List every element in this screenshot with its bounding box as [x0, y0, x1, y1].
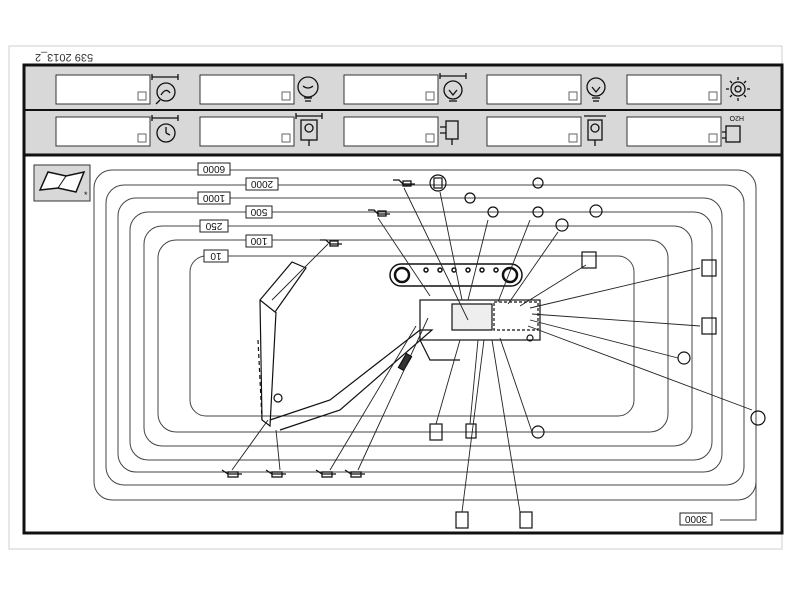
- svg-text:10: 10: [210, 250, 222, 261]
- svg-text:6000: 6000: [202, 163, 225, 174]
- hour-label-box: 100: [245, 234, 273, 248]
- hand-filter-icon: [440, 120, 459, 145]
- interval-box: [626, 116, 722, 147]
- hour-label-box: 500: [245, 205, 273, 219]
- water-filter-icon: H2O: [722, 114, 744, 143]
- lamp-icon: [531, 204, 766, 439]
- interval-box: [199, 116, 295, 147]
- interval-box: [55, 116, 151, 147]
- track-assembly-diagram: [389, 263, 523, 287]
- hour-label-box: 1000: [197, 191, 231, 205]
- sun-gear-icon: [464, 177, 544, 218]
- lamp-on-stand-icon: [295, 113, 323, 146]
- svg-text:*: *: [84, 190, 88, 200]
- hour-label-box: 10: [203, 249, 229, 263]
- svg-text:250: 250: [205, 220, 222, 231]
- interval-box: [343, 74, 439, 105]
- top-row-1: [55, 74, 722, 105]
- hour-label-box: 6000: [197, 162, 231, 176]
- svg-text:100: 100: [250, 235, 267, 246]
- hour-labels: 6000 2000 1000 500 250 100 10 3000: [197, 162, 713, 526]
- grease-gun-row: [221, 469, 365, 478]
- bulb-icon: [297, 76, 319, 102]
- svg-text:3000: 3000: [684, 513, 707, 524]
- timer-reset-icon: [151, 74, 179, 105]
- grease-gun-icon: [368, 209, 390, 217]
- engine-compartment-diagram: [419, 299, 541, 361]
- h2o-label: H2O: [729, 114, 744, 121]
- grease-gun-icon: [393, 179, 415, 187]
- service-manual-icon: *: [33, 164, 91, 202]
- hour-label-box: 3000: [679, 512, 713, 526]
- top-row-2: [55, 116, 722, 147]
- filter-element-icon: [429, 174, 447, 192]
- main-panel: [22, 153, 784, 535]
- interval-box: [486, 74, 582, 105]
- svg-text:1000: 1000: [202, 192, 225, 203]
- interval-box: [55, 74, 151, 105]
- lamp-filter-icon: [584, 115, 606, 146]
- hour-label-box: 2000: [245, 177, 279, 191]
- interval-box: [626, 74, 722, 105]
- hour-label-box: 250: [199, 219, 229, 233]
- gear-sun-icon: [726, 77, 750, 101]
- leader-lines: [231, 187, 753, 513]
- time-clock-icon: [151, 115, 179, 143]
- lamp-icon: [586, 77, 606, 102]
- interval-box: [486, 116, 582, 147]
- interval-loops: [93, 169, 757, 521]
- svg-text:500: 500: [250, 206, 267, 217]
- lamp-with-interval-icon: [439, 73, 467, 102]
- interval-box: [199, 74, 295, 105]
- svg-text:2000: 2000: [250, 178, 273, 189]
- filter-element-icon: [429, 251, 717, 529]
- interval-box: [343, 116, 439, 147]
- grease-gun-icon: [320, 239, 342, 247]
